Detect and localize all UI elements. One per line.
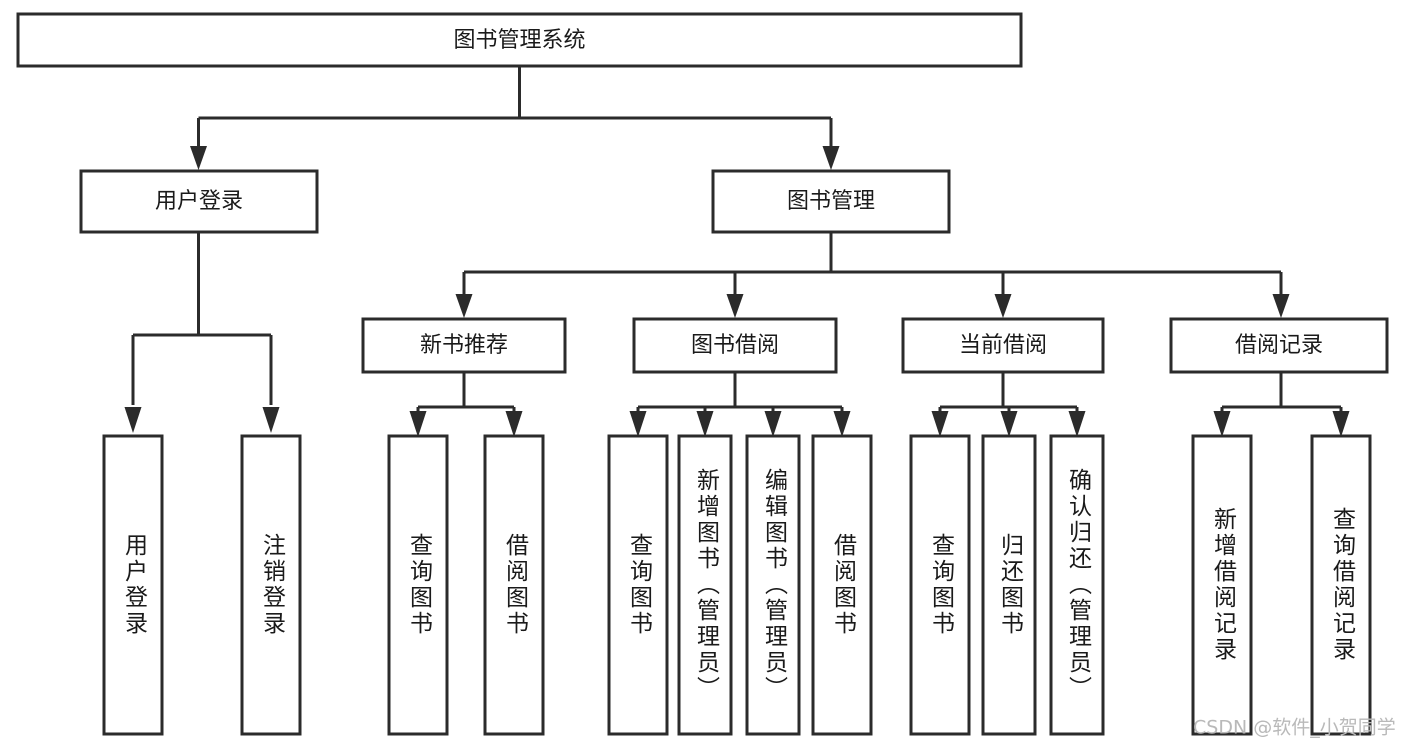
arrow-head-leaf-query-book-1 [409,411,427,437]
node-leaf-edit-book-box[interactable] [745,434,801,736]
node-leaf-query-book-2[interactable] [607,434,669,736]
node-leaf-query-record-label: 查询借阅记录 [1328,507,1355,663]
arrow-head-leaf-confirm-return [1068,411,1086,437]
arrow-head-new-book-recommend [455,294,473,318]
node-leaf-add-record[interactable] [1191,434,1253,736]
node-current-borrow-box[interactable] [901,317,1105,374]
node-leaf-borrow-book-2-label: 借阅图书 [829,533,856,637]
arrow-head-leaf-add-record [1213,411,1231,437]
node-user-login-box[interactable] [79,169,319,234]
node-root-label: 图书管理系统 [453,28,585,53]
node-book-manage-label: 图书管理 [787,189,875,214]
node-leaf-query-book-1[interactable] [387,434,449,736]
connector-layer [124,66,1350,437]
node-leaf-query-record[interactable] [1310,434,1372,736]
node-leaf-edit-book[interactable] [745,434,801,736]
node-new-book-recommend[interactable]: 新书推荐 [361,317,567,374]
node-book-borrow-box[interactable] [632,317,838,374]
node-leaf-user-logout-label: 注销登录 [258,533,285,637]
node-leaf-edit-book-label: 编辑图书（管理员） [760,468,787,702]
node-leaf-query-book-2-box[interactable] [607,434,669,736]
arrow-head-leaf-add-book [696,411,714,437]
arrow-head-leaf-user-login [124,407,142,433]
node-leaf-user-logout[interactable] [240,434,302,736]
node-leaf-query-book-1-box[interactable] [387,434,449,736]
node-leaf-borrow-book-1[interactable] [483,434,545,736]
arrow-head-book-borrow [726,294,744,318]
node-book-manage-box[interactable] [711,169,951,234]
node-new-book-recommend-box[interactable] [361,317,567,374]
node-leaf-user-login[interactable] [102,434,164,736]
node-leaf-query-book-2-label: 查询图书 [625,533,652,637]
node-leaf-add-record-box[interactable] [1191,434,1253,736]
node-root-box[interactable] [16,12,1023,68]
node-leaf-confirm-return-label: 确认归还（管理员） [1064,468,1091,702]
node-book-borrow[interactable]: 图书借阅 [632,317,838,374]
node-leaf-user-login-label: 用户登录 [120,533,147,637]
node-leaf-return-book[interactable] [981,434,1037,736]
node-leaf-borrow-book-2-box[interactable] [811,434,873,736]
arrow-head-leaf-borrow-book-2 [833,411,851,437]
node-leaf-user-login-box[interactable] [102,434,164,736]
node-leaf-add-record-label: 新增借阅记录 [1209,507,1236,663]
node-user-login-label: 用户登录 [155,189,243,214]
node-leaf-borrow-book-1-box[interactable] [483,434,545,736]
node-borrow-record-label: 借阅记录 [1235,333,1323,358]
arrow-head-leaf-query-record [1332,411,1350,437]
node-leaf-borrow-book-1-label: 借阅图书 [501,533,528,637]
arrow-head-leaf-query-book-3 [931,411,949,437]
arrow-head-leaf-query-book-2 [629,411,647,437]
arrow-head-current-borrow [994,294,1012,318]
arrow-head-leaf-return-book [1000,411,1018,437]
node-leaf-add-book-box[interactable] [677,434,733,736]
arrow-head-book-manage [822,146,840,170]
node-leaf-confirm-return-box[interactable] [1049,434,1105,736]
node-leaf-borrow-book-2[interactable] [811,434,873,736]
node-book-borrow-label: 图书借阅 [691,333,779,358]
node-leaf-user-logout-box[interactable] [240,434,302,736]
node-leaf-add-book-label: 新增图书（管理员） [692,468,719,702]
node-root[interactable]: 图书管理系统 [16,12,1023,68]
arrow-head-user-login [190,146,207,170]
node-leaf-return-book-box[interactable] [981,434,1037,736]
node-leaf-return-book-label: 归还图书 [996,533,1023,637]
arrow-head-leaf-edit-book [764,411,782,437]
node-borrow-record[interactable]: 借阅记录 [1169,317,1389,374]
arrow-head-borrow-record [1272,294,1290,318]
arrow-head-leaf-borrow-book-1 [505,411,523,437]
node-leaf-confirm-return[interactable] [1049,434,1105,736]
node-leaf-query-record-box[interactable] [1310,434,1372,736]
node-leaf-query-book-1-label: 查询图书 [405,533,432,637]
node-current-borrow-label: 当前借阅 [959,333,1047,358]
node-leaf-query-book-3[interactable] [909,434,971,736]
arrow-head-leaf-user-logout [262,407,280,433]
node-book-manage[interactable]: 图书管理 [711,169,951,234]
node-user-login[interactable]: 用户登录 [79,169,319,234]
node-leaf-add-book[interactable] [677,434,733,736]
watermark-label: CSDN @软件_小贺同学 [1193,717,1396,739]
node-leaf-query-book-3-box[interactable] [909,434,971,736]
node-new-book-recommend-label: 新书推荐 [420,333,508,358]
node-borrow-record-box[interactable] [1169,317,1389,374]
node-leaf-query-book-3-label: 查询图书 [927,533,954,637]
node-current-borrow[interactable]: 当前借阅 [901,317,1105,374]
